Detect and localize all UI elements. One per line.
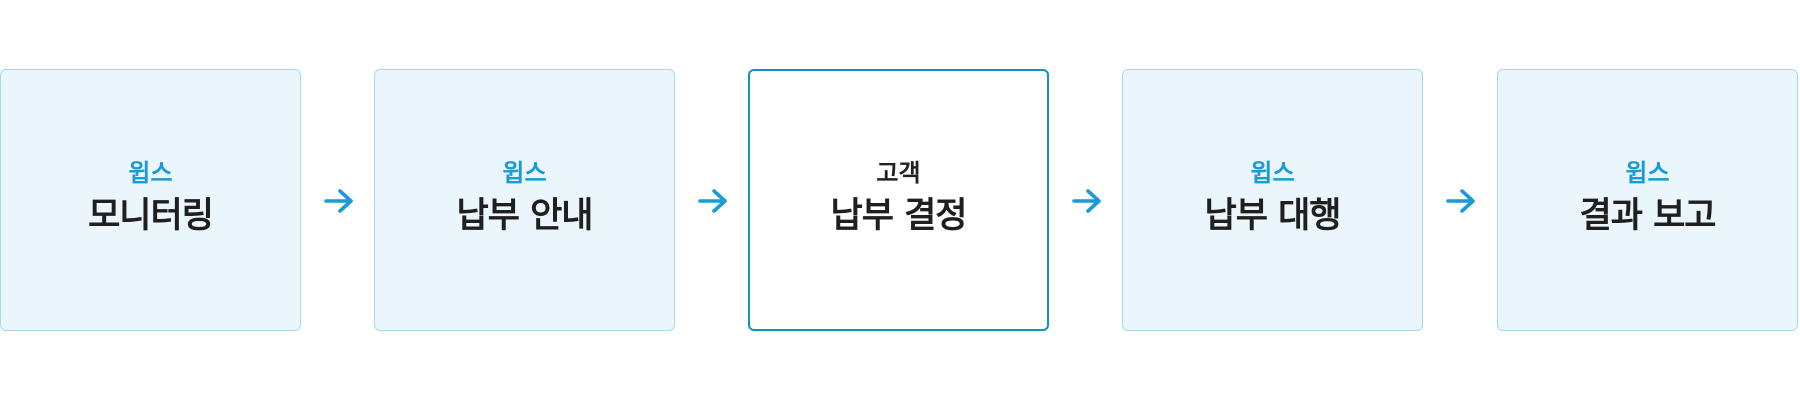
step-title: 납부 결정 [830, 195, 968, 236]
arrow-right-icon [1446, 187, 1478, 215]
step-title: 모니터링 [88, 195, 214, 236]
arrow-right-icon [1072, 187, 1104, 215]
arrow-right-icon [698, 187, 730, 215]
step-actor: 고객 [876, 158, 921, 187]
step-card-result-report: 윕스 결과 보고 [1497, 69, 1798, 331]
arrow-right-icon [324, 187, 356, 215]
step-card-payment-decision: 고객 납부 결정 [748, 69, 1049, 331]
step-title: 납부 안내 [456, 195, 594, 236]
step-actor: 윕스 [128, 158, 173, 187]
step-actor: 윕스 [1250, 158, 1295, 187]
step-actor: 윕스 [502, 158, 547, 187]
step-title: 납부 대행 [1204, 195, 1342, 236]
step-title: 결과 보고 [1579, 195, 1717, 236]
step-actor: 윕스 [1625, 158, 1670, 187]
step-card-payment-agency: 윕스 납부 대행 [1122, 69, 1423, 331]
step-card-monitoring: 윕스 모니터링 [0, 69, 301, 331]
step-card-payment-notice: 윕스 납부 안내 [374, 69, 675, 331]
